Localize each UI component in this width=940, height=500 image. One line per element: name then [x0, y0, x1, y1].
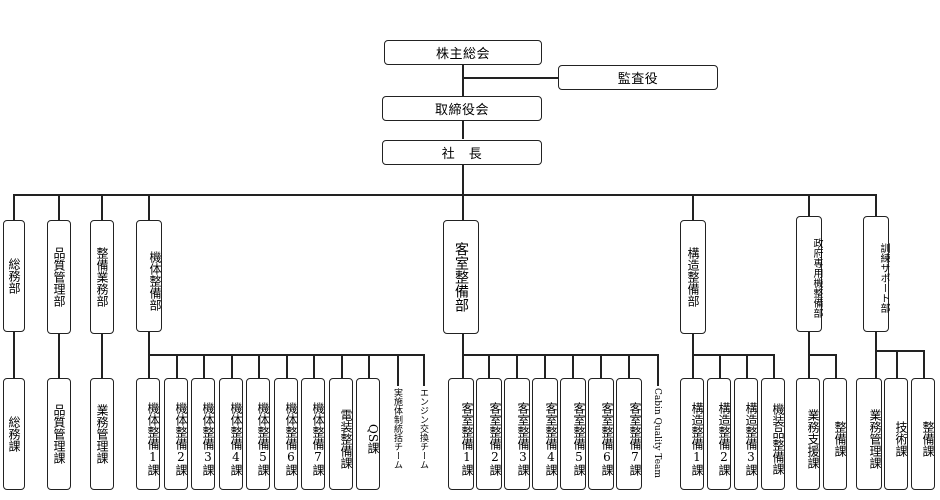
- section-airframe-5: 機体整備5課: [246, 378, 270, 490]
- section-airframe-4: 機体整備4課: [219, 378, 243, 490]
- connector-line: [808, 354, 836, 356]
- connector-line: [896, 350, 898, 378]
- connector-line: [397, 354, 399, 386]
- connector-line: [773, 354, 775, 378]
- connector-line: [835, 354, 837, 378]
- connector-line: [58, 194, 60, 220]
- connector-line: [488, 354, 490, 378]
- section-airframe-2: 機体整備2課: [164, 378, 188, 490]
- section-qs: QS課: [356, 378, 380, 490]
- section-equipment-maintenance: 機装品整備課: [761, 378, 785, 490]
- section-electrical: 電装整備課: [329, 378, 353, 490]
- section-quality-management: 品質管理課: [47, 378, 71, 490]
- connector-line: [572, 354, 574, 378]
- connector-line: [628, 354, 630, 378]
- connector-line: [313, 354, 315, 378]
- section-business-management: 業務管理課: [90, 378, 114, 490]
- connector-line: [462, 165, 464, 195]
- connector-line: [692, 354, 694, 378]
- connector-line: [231, 354, 233, 378]
- connector-line: [462, 64, 464, 96]
- section-general-affairs: 総務課: [3, 378, 25, 490]
- section-technical: 技術課: [884, 378, 908, 490]
- president-box: 社 長: [382, 140, 542, 165]
- connector-line: [692, 194, 694, 220]
- department-quality-management: 品質管理部: [47, 220, 71, 334]
- department-airframe-maintenance: 機体整備部: [136, 220, 162, 332]
- connector-line: [923, 350, 925, 378]
- section-structure-3: 構造整備3課: [734, 378, 758, 490]
- department-gov-aircraft-maintenance: 政府専用機整備部: [796, 216, 822, 332]
- connector-line: [657, 354, 659, 386]
- team-cabin-quality: Cabin Quality Team: [652, 388, 662, 478]
- section-structure-1: 構造整備1課: [680, 378, 704, 490]
- connector-line: [148, 194, 150, 220]
- section-cabin-5: 客室整備5課: [560, 378, 586, 490]
- connector-line: [286, 354, 288, 378]
- connector-line: [341, 354, 343, 378]
- section-airframe-6: 機体整備6課: [274, 378, 298, 490]
- section-cabin-7: 客室整備7課: [616, 378, 642, 490]
- section-business-support: 業務支援課: [796, 378, 820, 490]
- connector-line: [692, 354, 774, 356]
- connector-line: [462, 354, 658, 356]
- connector-line: [516, 354, 518, 378]
- connector-line: [875, 332, 877, 378]
- section-airframe-1: 機体整備1課: [136, 378, 160, 490]
- connector-line: [462, 194, 464, 220]
- board-of-directors-box: 取締役会: [382, 96, 542, 121]
- department-general-affairs: 総務部: [3, 220, 25, 332]
- connector-line: [101, 334, 103, 378]
- section-maintenance: 整備課: [823, 378, 847, 490]
- department-structure-maintenance: 構造整備部: [680, 220, 706, 334]
- section-training-business-management: 業務管理課: [856, 378, 882, 490]
- team-implementation-oversight: 実施体制統括チーム: [392, 388, 402, 469]
- connector-line: [462, 121, 464, 139]
- connector-line: [600, 354, 602, 378]
- section-training-maintenance: 整備課: [911, 378, 935, 490]
- connector-line: [462, 354, 464, 378]
- section-airframe-3: 機体整備3課: [191, 378, 215, 490]
- connector-line: [719, 354, 721, 378]
- section-cabin-4: 客室整備4課: [532, 378, 558, 490]
- connector-line: [203, 354, 205, 378]
- section-cabin-1: 客室整備1課: [448, 378, 474, 490]
- section-cabin-2: 客室整備2課: [476, 378, 502, 490]
- department-maintenance-operations: 整備業務部: [90, 220, 114, 334]
- connector-line: [462, 77, 558, 79]
- auditor-box: 監査役: [558, 65, 718, 90]
- section-structure-2: 構造整備2課: [707, 378, 731, 490]
- connector-line: [148, 332, 150, 354]
- connector-line: [423, 354, 425, 386]
- connector-line: [808, 194, 810, 216]
- connector-line: [368, 354, 370, 378]
- connector-line: [462, 334, 464, 354]
- connector-line: [13, 332, 15, 378]
- connector-line: [148, 354, 150, 378]
- section-cabin-3: 客室整備3課: [504, 378, 530, 490]
- section-cabin-6: 客室整備6課: [588, 378, 614, 490]
- section-airframe-7: 機体整備7課: [301, 378, 325, 490]
- connector-line: [875, 194, 877, 216]
- department-training-support: 訓練サポート部: [863, 216, 889, 332]
- team-engine-replacement: エンジン交換チーム: [418, 388, 428, 469]
- connector-line: [101, 194, 103, 220]
- connector-line: [258, 354, 260, 378]
- connector-line: [176, 354, 178, 378]
- connector-line: [58, 334, 60, 378]
- connector-line: [544, 354, 546, 378]
- connector-line: [13, 194, 875, 196]
- connector-line: [875, 350, 924, 352]
- connector-line: [746, 354, 748, 378]
- connector-line: [13, 194, 15, 220]
- shareholders-meeting-box: 株主総会: [384, 40, 542, 65]
- department-cabin-maintenance: 客室整備部: [443, 220, 479, 334]
- connector-line: [692, 334, 694, 354]
